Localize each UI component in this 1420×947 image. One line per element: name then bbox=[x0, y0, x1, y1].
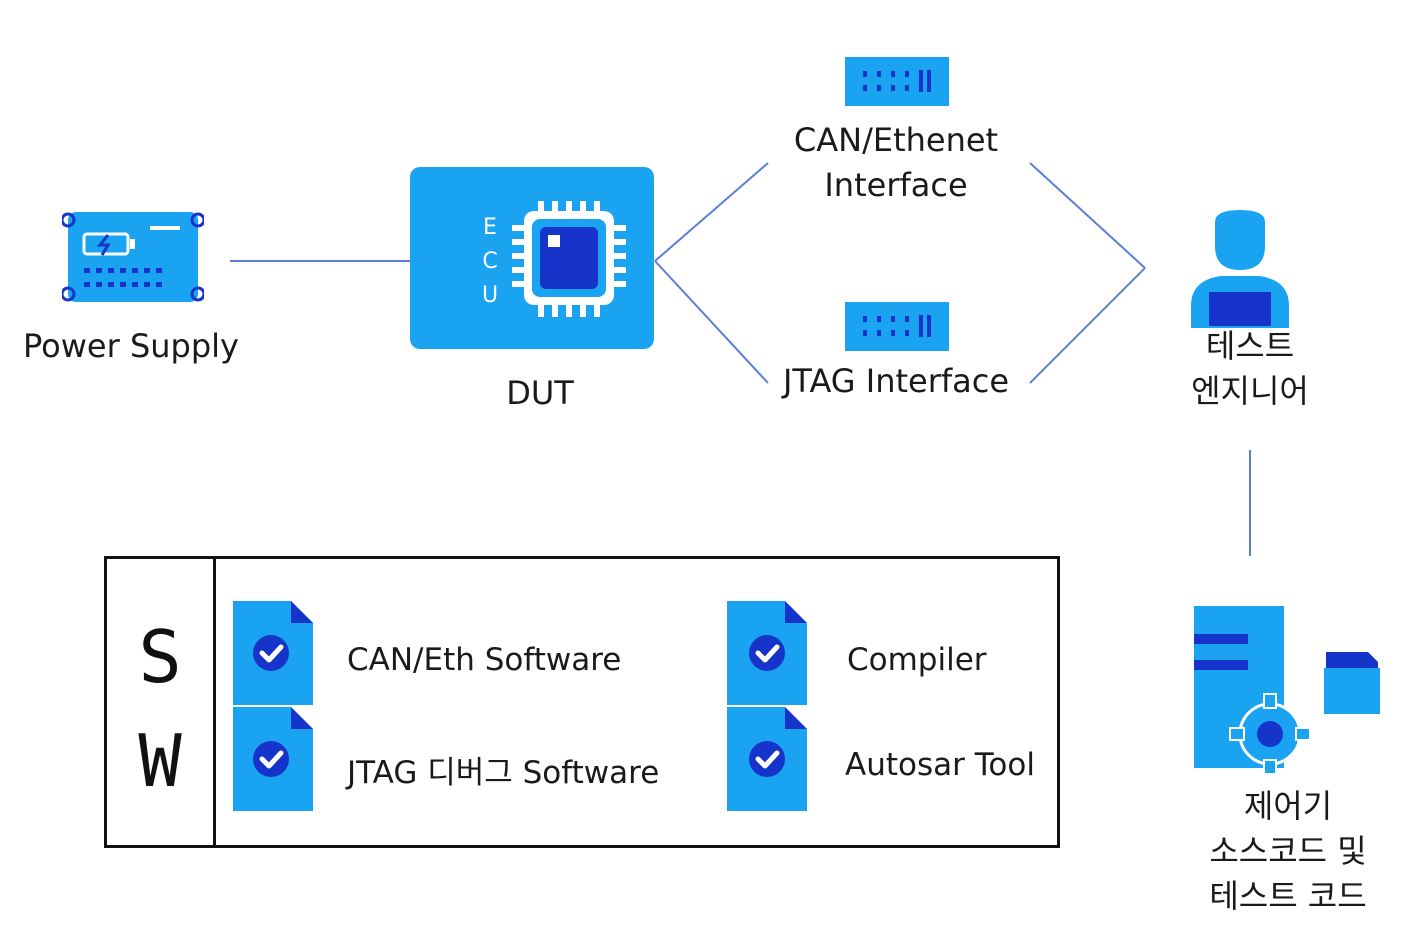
user-icon bbox=[1191, 210, 1289, 328]
folder-icon bbox=[1324, 652, 1380, 714]
sw-panel: S W CAN/Eth Software Compiler JTAG 디버그 S… bbox=[104, 556, 1060, 848]
ecu-letter-c: C bbox=[482, 249, 498, 274]
sw-item-can-eth: CAN/Eth Software bbox=[347, 642, 622, 678]
check-document-icon bbox=[233, 707, 313, 811]
line-can-engineer bbox=[1029, 162, 1146, 269]
check-document-icon bbox=[727, 601, 807, 705]
ecu-label: E C U bbox=[480, 211, 500, 313]
server-gear-icon bbox=[1194, 606, 1380, 774]
test-engineer-label: 테스트 엔지니어 bbox=[1191, 327, 1309, 410]
power-supply-label: Power Supply bbox=[23, 327, 239, 365]
line-jtag-engineer bbox=[1029, 267, 1146, 384]
ecu-letter-e: E bbox=[483, 215, 497, 240]
check-document-icon bbox=[233, 601, 313, 705]
sw-letter-w: W bbox=[138, 719, 182, 803]
line-dut-can bbox=[654, 162, 769, 262]
network-card-icon bbox=[845, 302, 949, 351]
sw-item-compiler: Compiler bbox=[847, 642, 987, 678]
sw-divider bbox=[213, 559, 216, 845]
sw-letter-s: S bbox=[138, 615, 182, 699]
dut-box: E C U bbox=[410, 167, 654, 349]
ecu-letter-u: U bbox=[481, 283, 499, 308]
can-interface-label: CAN/Ethenet Interface bbox=[793, 121, 999, 204]
line-dut-jtag bbox=[654, 260, 769, 384]
chip-icon bbox=[512, 201, 626, 317]
check-document-icon bbox=[727, 707, 807, 811]
network-card-icon bbox=[845, 57, 949, 106]
dut-label: DUT bbox=[506, 374, 574, 412]
sw-item-autosar: Autosar Tool bbox=[845, 747, 1035, 783]
source-code-label: 제어기 소스코드 및 테스트 코드 bbox=[1209, 787, 1367, 915]
jtag-interface-label: JTAG Interface bbox=[782, 362, 1010, 400]
battery-icon bbox=[62, 212, 204, 302]
sw-item-jtag-debug: JTAG 디버그 Software bbox=[347, 755, 660, 791]
